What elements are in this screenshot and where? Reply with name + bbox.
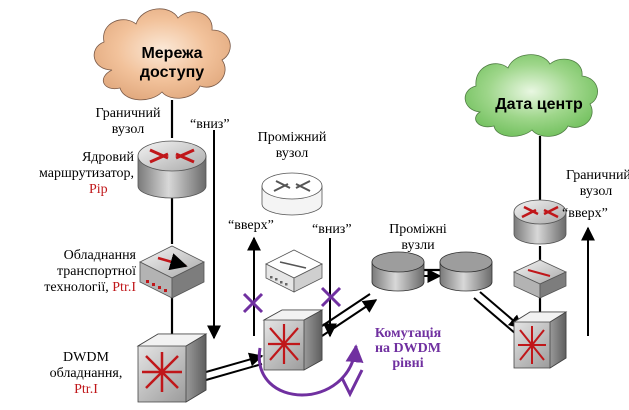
- switching-line1: Комутація: [374, 326, 442, 341]
- down-label-left: “вниз”: [190, 117, 230, 132]
- dwdm-tag: Ptr.I: [74, 382, 98, 397]
- datacenter-cloud-label: Дата центр: [495, 96, 583, 113]
- dwdm-line1: DWDM: [63, 350, 109, 365]
- intermediate-router-icon: [261, 172, 323, 216]
- right-edge-node-line2: вузол: [579, 184, 613, 199]
- intermediate-node-line2: вузол: [275, 146, 309, 161]
- transport-line2: транспортної: [56, 264, 136, 279]
- intermediate-nodes-label: Проміжні вузли: [380, 222, 456, 254]
- check-mark-icon: [340, 369, 364, 398]
- intermediate-node-line1: Проміжний: [257, 130, 327, 145]
- x-mark-icon: [320, 286, 342, 308]
- direction-arrows: [207, 130, 595, 340]
- access-network-cloud: [93, 8, 231, 101]
- intermediate-nodes-line2: вузли: [401, 238, 435, 253]
- intermediate-node-label: Проміжний вузол: [248, 130, 336, 162]
- up-label-middle: “вверх”: [228, 218, 274, 233]
- right-edge-node-line1: Граничний: [566, 168, 629, 183]
- transport-line3: технології,: [44, 280, 109, 295]
- access-cloud-line1: Мережа: [141, 45, 203, 62]
- switching-loop-arc: [257, 344, 364, 397]
- dwdm-equipment-label: DWDM обладнання, Ptr.I: [40, 350, 132, 398]
- edge-node-line1: Граничний: [95, 106, 161, 121]
- core-router-icon: [137, 140, 207, 199]
- intermediate-nodes-icon: [371, 251, 493, 292]
- core-router-label: Ядровий маршрутизатор, Pip: [30, 150, 134, 198]
- core-router-line2: маршрутизатор,: [39, 166, 134, 181]
- switching-line2: на DWDM: [374, 341, 441, 356]
- dwdm-switching-label: Комутація на DWDM рівні: [362, 326, 454, 371]
- access-cloud-line2: доступу: [139, 64, 205, 81]
- right-edge-node-label: Граничний вузол: [566, 168, 629, 200]
- up-label-right: “вверх”: [562, 206, 608, 221]
- dwdm-cube-icon: [136, 333, 208, 403]
- edge-node-line2: вузол: [111, 122, 145, 137]
- datacenter-cloud: [464, 54, 598, 137]
- x-mark-icon: [242, 292, 264, 314]
- transport-line1: Обладнання: [63, 248, 136, 263]
- right-transport-icon: [513, 259, 567, 299]
- intermediate-switch-icon: [265, 249, 323, 293]
- core-router-tag: Pip: [89, 182, 108, 197]
- switching-line3: рівні: [392, 356, 424, 371]
- edge-node-label: Граничний вузол: [90, 106, 166, 138]
- right-edge-router-icon: [513, 199, 567, 245]
- transport-tag: Ptr.I: [112, 280, 136, 295]
- dwdm-link-arrows: [205, 269, 524, 381]
- down-label-middle: “вниз”: [312, 222, 352, 237]
- intermediate-nodes-line1: Проміжні: [389, 222, 447, 237]
- right-dwdm-cube-icon: [512, 311, 568, 369]
- transport-line3-row: технології, Ptr.I: [30, 280, 136, 296]
- dwdm-cube-middle-icon: [262, 309, 324, 371]
- core-router-line1: Ядровий: [81, 150, 134, 165]
- transport-equipment-icon: [139, 245, 205, 299]
- access-cloud-label: Мережа доступу: [124, 44, 220, 82]
- dwdm-line2: обладнання,: [49, 366, 123, 381]
- transport-equipment-label: Обладнання транспортної технології, Ptr.…: [30, 248, 136, 296]
